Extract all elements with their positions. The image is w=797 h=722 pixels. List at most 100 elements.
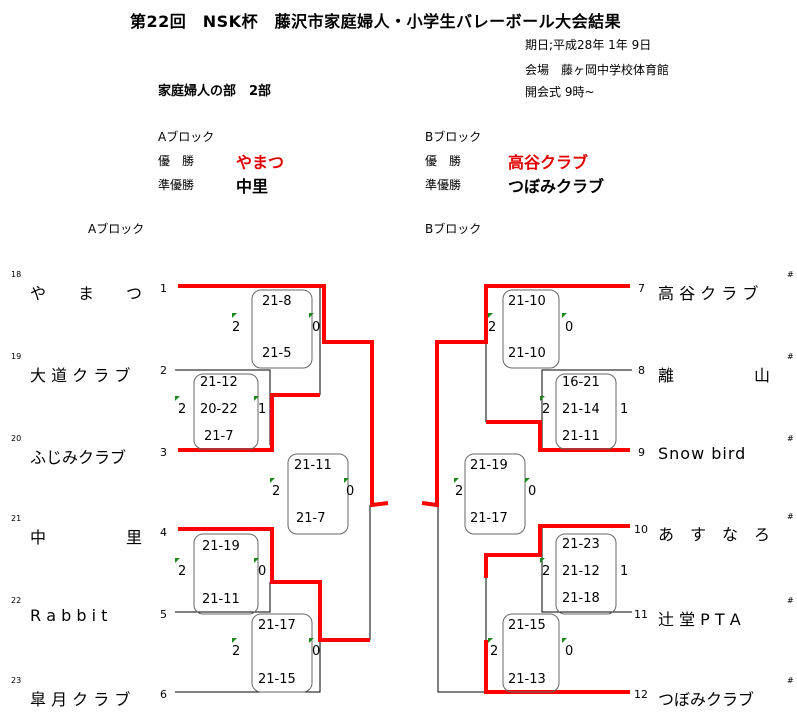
match-score: 21-7 xyxy=(296,511,326,526)
team-name: 中 里 xyxy=(30,528,143,547)
event-venue: 会場 藤ヶ岡中学校体育館 xyxy=(525,63,670,77)
match-score: 21-14 xyxy=(562,402,600,417)
team-seed: 18 xyxy=(11,270,22,279)
team-name: ふじみクラブ xyxy=(30,448,127,467)
team-name: R a b b i t xyxy=(30,606,108,625)
team-mark: # xyxy=(787,270,794,279)
team-name: 辻 堂 P T A xyxy=(658,610,741,629)
match-sets-left: 2 xyxy=(542,564,551,579)
summary-b-runner-up-label: 準優勝 xyxy=(425,178,462,192)
match-sets-left: 2 xyxy=(542,402,551,417)
match-score: 21-11 xyxy=(562,429,600,444)
flag-icon xyxy=(562,313,567,318)
flag-icon xyxy=(525,478,530,483)
match-score: 21-11 xyxy=(294,458,332,473)
team-position: 10 xyxy=(634,523,648,536)
flag-icon xyxy=(488,313,493,318)
division-title: 家庭婦人の部 2部 xyxy=(158,84,272,99)
flag-icon xyxy=(454,478,459,483)
summary-b-block-label: Bブロック xyxy=(425,130,482,144)
team-seed: 23 xyxy=(11,676,22,685)
team-position: 6 xyxy=(160,688,167,701)
match-sets-right: 0 xyxy=(565,320,574,335)
match-sets-right: 0 xyxy=(258,564,267,579)
match-sets-left: 2 xyxy=(232,644,241,659)
flag-icon xyxy=(232,638,237,643)
match-sets-right: 0 xyxy=(312,320,321,335)
team-mark: # xyxy=(787,434,794,443)
match-score: 16-21 xyxy=(562,375,600,390)
match-score: 21-15 xyxy=(508,618,546,633)
summary-a-champion-label: 優 勝 xyxy=(158,154,195,168)
match-score: 21-19 xyxy=(202,539,240,554)
match-sets-right: 0 xyxy=(565,644,574,659)
flag-icon xyxy=(254,396,259,401)
summary-a-champion: やまつ xyxy=(236,153,285,172)
team-seed: 21 xyxy=(11,514,22,523)
flag-icon xyxy=(232,313,237,318)
flag-icon xyxy=(309,638,314,643)
match-score: 21-12 xyxy=(200,375,238,390)
team-position: 8 xyxy=(638,364,645,377)
team-mark: # xyxy=(787,512,794,521)
team-name: つぼみクラブ xyxy=(658,690,755,709)
match-sets-left: 2 xyxy=(490,644,499,659)
summary-b-runner-up: つぼみクラブ xyxy=(508,177,605,196)
team-seed: 22 xyxy=(11,596,22,605)
team-position: 9 xyxy=(638,446,645,459)
team-name: あ す な ろ xyxy=(658,525,771,544)
match-score: 21-13 xyxy=(508,672,546,687)
team-position: 3 xyxy=(160,446,167,459)
match-sets-right: 1 xyxy=(258,402,267,417)
summary-a-block-label: Aブロック xyxy=(158,130,215,144)
page-title: 第22回 NSK杯 藤沢市家庭婦人・小学生バレーボール大会結果 xyxy=(130,12,622,31)
flag-icon xyxy=(270,478,275,483)
summary-b-champion: 高谷クラブ xyxy=(508,153,589,172)
match-sets-left: 2 xyxy=(272,484,281,499)
match-sets-right: 1 xyxy=(620,564,629,579)
team-position: 7 xyxy=(638,282,645,295)
summary-b-champion-label: 優 勝 xyxy=(425,154,462,168)
match-score: 21-11 xyxy=(202,592,240,607)
match-sets-right: 0 xyxy=(312,644,321,659)
match-sets-right: 0 xyxy=(528,484,537,499)
team-position: 2 xyxy=(160,364,167,377)
flag-icon xyxy=(254,558,259,563)
summary-a-runner-up-label: 準優勝 xyxy=(158,178,195,192)
match-sets-left: 2 xyxy=(488,320,497,335)
match-score: 21-12 xyxy=(562,564,600,579)
team-seed: 19 xyxy=(11,352,22,361)
match-sets-right: 0 xyxy=(346,484,355,499)
bracket-a-label: Aブロック xyxy=(88,222,145,236)
flag-icon xyxy=(488,638,493,643)
team-position: 5 xyxy=(160,608,167,621)
flag-icon xyxy=(562,638,567,643)
match-score: 21-7 xyxy=(204,429,234,444)
match-score: 21-10 xyxy=(508,294,546,309)
team-name: や ま つ xyxy=(30,284,143,303)
match-score: 21-17 xyxy=(258,618,296,633)
match-score: 20-22 xyxy=(200,402,238,417)
team-name: 離 山 xyxy=(658,366,771,385)
flag-icon xyxy=(540,396,545,401)
team-mark: # xyxy=(787,596,794,605)
match-sets-left: 2 xyxy=(178,564,187,579)
flag-icon xyxy=(540,558,545,563)
match-score: 21-17 xyxy=(470,511,508,526)
team-mark: # xyxy=(787,676,794,685)
match-score: 21-10 xyxy=(508,346,546,361)
team-position: 4 xyxy=(160,526,167,539)
match-score: 21-5 xyxy=(262,346,292,361)
team-mark: # xyxy=(787,352,794,361)
match-sets-left: 2 xyxy=(178,402,187,417)
team-name: 皐 月 ク ラ ブ xyxy=(30,690,131,709)
match-sets-right: 1 xyxy=(620,402,629,417)
team-name: 高 谷 ク ラ ブ xyxy=(658,284,759,303)
match-score: 21-8 xyxy=(262,294,292,309)
match-score: 21-18 xyxy=(562,591,600,606)
flag-icon xyxy=(344,478,349,483)
match-score: 21-19 xyxy=(470,458,508,473)
summary-a-runner-up: 中里 xyxy=(236,177,269,196)
team-name: Snow bird xyxy=(658,444,747,463)
team-name: 大 道 ク ラ ブ xyxy=(30,366,131,385)
